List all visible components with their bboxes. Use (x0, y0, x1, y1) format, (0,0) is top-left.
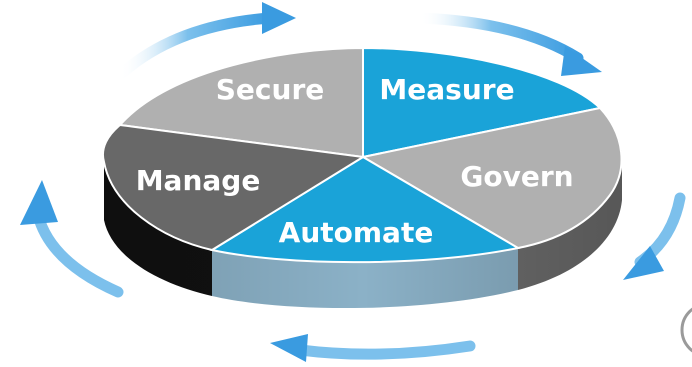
label-automate: Automate (279, 216, 434, 249)
arrow-bottom-icon (270, 334, 476, 362)
label-secure: Secure (216, 73, 325, 106)
arrow-right-icon (623, 192, 686, 280)
segment-measure (362, 46, 603, 159)
segment-secure (118, 46, 364, 159)
segment-automate (209, 155, 521, 264)
label-govern: Govern (460, 160, 573, 193)
cycle-arrows (20, 2, 686, 362)
label-measure: Measure (379, 73, 514, 106)
arrow-left-icon (20, 180, 124, 298)
arrow-top-right-icon (414, 12, 602, 76)
segment-labels: Secure Measure Govern Automate Manage (136, 73, 574, 249)
pie-top (102, 46, 623, 264)
segment-govern (360, 106, 623, 250)
arrow-top-left-icon (114, 2, 296, 81)
segment-manage (102, 123, 366, 252)
label-manage: Manage (136, 164, 261, 197)
circle-icon (680, 307, 692, 353)
